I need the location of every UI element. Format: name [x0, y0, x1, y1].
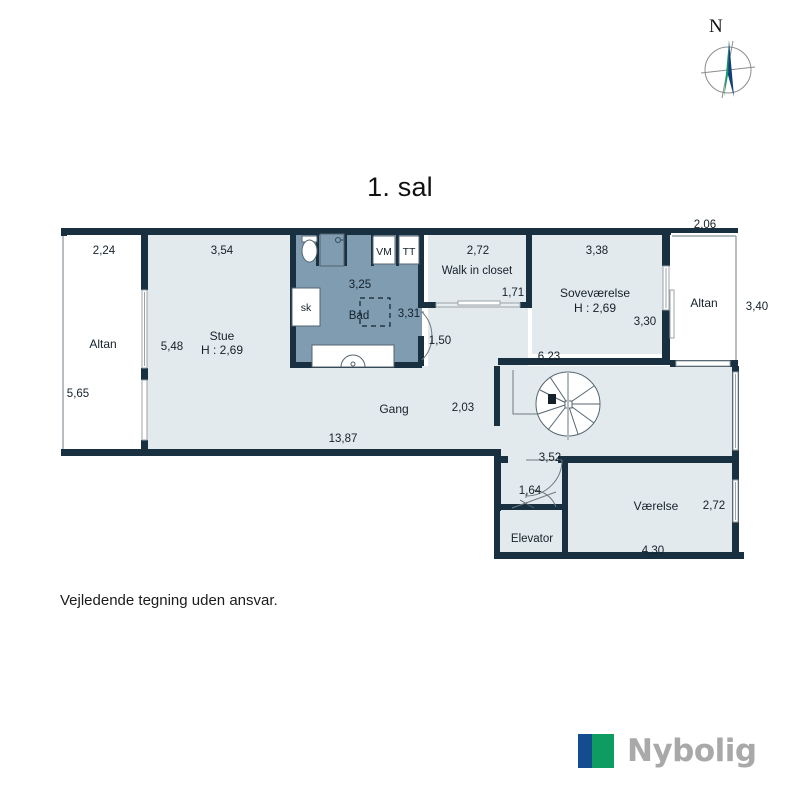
window-sovevaerelse-balcony [662, 265, 670, 311]
room-fill-altan-left [61, 234, 146, 452]
window-vaerelse-right [732, 479, 739, 523]
window-hall-right [732, 371, 739, 451]
room-label-stue: Stue [210, 329, 235, 343]
washing-machine-box [372, 235, 396, 265]
door-bad [420, 311, 433, 361]
room-fill-walk-in-closet [428, 234, 528, 366]
logo-green-band [592, 734, 614, 768]
nybolig-logo-text: Nybolig [627, 733, 757, 769]
dimension-sove-bottom: 6,23 [538, 351, 560, 363]
logo-blue-band [578, 734, 593, 768]
window-altan-right-bottom [675, 360, 731, 367]
dimension-stair-area: 3,52 [539, 452, 561, 464]
room-fill-stair-hall [498, 366, 738, 460]
compass-icon [700, 40, 756, 99]
dimension-vaerelse-bottom: 4,30 [642, 545, 664, 557]
room-fill-gang [294, 366, 498, 452]
dimension-gang-door: 1,50 [429, 335, 451, 347]
room-label-gang: Gang [379, 402, 408, 416]
room-height-sovevaerelse: H : 2,69 [574, 301, 616, 315]
dimension-closet-right: 1,71 [502, 287, 524, 299]
spiral-staircase [535, 371, 601, 440]
room-label-altan-left: Altan [89, 337, 116, 351]
dimension-altan-right-side: 3,40 [746, 301, 768, 313]
dimension-altan-left-top: 2,24 [93, 245, 116, 257]
dimension-stue-left: 5,48 [161, 341, 183, 353]
sink-vanity-fixture [311, 344, 395, 368]
dimension-sove-top: 3,38 [586, 245, 608, 257]
dryer-box [398, 235, 420, 265]
sliding-door-walk-in-closet [435, 300, 521, 308]
dimension-gang-width: 2,03 [452, 402, 474, 414]
room-label-vm: VM [376, 246, 392, 258]
door-vaerelse [525, 459, 563, 498]
room-fill-vaerelse [568, 460, 738, 558]
room-label-tt: TT [403, 246, 416, 258]
dimension-stue-top: 3,54 [211, 245, 234, 257]
room-label-vaerelse: Værelse [634, 499, 679, 513]
room-fill-elevator [498, 508, 568, 558]
toilet-fixture [301, 235, 318, 263]
dimension-altan-right-top: 2,06 [694, 219, 716, 231]
compass-north-label: N [709, 16, 723, 37]
dimension-sove-right: 3,30 [634, 316, 656, 328]
window-stue-terrace-2 [141, 379, 148, 441]
nybolig-logo: Nybolig [578, 733, 757, 769]
dimension-elevator: 1,64 [519, 485, 542, 497]
dimension-leaders [519, 499, 535, 509]
dimension-vaerelse-right: 2,72 [703, 500, 725, 512]
page-title: 1. sal [367, 172, 433, 202]
door-elevator [511, 489, 557, 509]
dimension-gang-length: 13,87 [329, 433, 358, 445]
disclaimer-text: Vejledende tegning uden ansvar. [60, 592, 278, 609]
room-label-bad: Bad [349, 310, 369, 322]
room-fill-stue [146, 234, 294, 452]
compass-rose: N [695, 16, 765, 108]
dimension-altan-left-bottom: 5,65 [67, 388, 89, 400]
room-height-stue: H : 2,69 [201, 343, 243, 357]
room-label-sovevaerelse: Soveværelse [560, 286, 630, 300]
window-sovevaerelse-balcony-2 [669, 289, 675, 339]
nybolig-logo-mark [578, 734, 614, 768]
dimension-bad-top: 3,25 [349, 279, 371, 291]
room-label-elevator: Elevator [511, 533, 553, 545]
room-label-altan-right: Altan [690, 296, 717, 310]
room-label-sk: sk [301, 302, 312, 314]
room-fill-sovevaerelse [532, 234, 666, 354]
shower-fixture [319, 233, 346, 267]
closet-box-sk [291, 287, 321, 327]
window-stue-terrace [141, 289, 148, 369]
room-fill-altan-right [670, 234, 738, 366]
dimension-closet-top: 2,72 [467, 245, 489, 257]
bad-dashed-area [359, 297, 391, 327]
dimension-bad-right: 3,31 [398, 308, 420, 320]
room-label-walk-in-closet: Walk in closet [442, 265, 513, 277]
